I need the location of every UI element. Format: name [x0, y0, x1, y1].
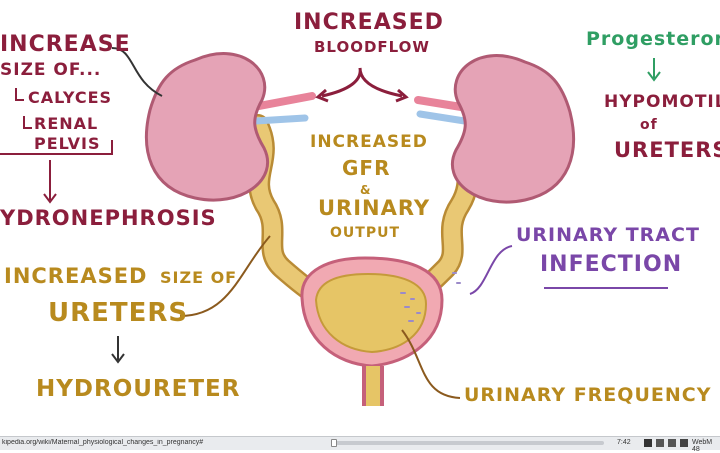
format-label: WebM 48	[692, 439, 713, 453]
arrow-hydronephrosis	[43, 160, 57, 204]
label-renal: Renal	[34, 114, 99, 133]
label-gfr: GFR	[342, 156, 391, 180]
label-ampersand: &	[360, 183, 372, 197]
label-increased-bloodflow-1: Increased	[294, 10, 444, 35]
video-player-controls: kipedia.org/wiki/Maternal_physiological_…	[0, 436, 720, 453]
current-time: 7:42	[617, 439, 631, 446]
connector-uti	[469, 245, 513, 295]
bloodflow-arrows	[321, 67, 403, 98]
video-frame: Increased Bloodflow Increase size of... …	[0, 10, 720, 406]
label-size-of: size of...	[0, 60, 102, 80]
label-increase: Increase	[0, 32, 131, 57]
label-output: Output	[330, 225, 400, 241]
label-size-of-ureters: size of	[160, 268, 238, 287]
label-uti-2: Infection	[540, 252, 683, 277]
urinary-tract-illustration	[0, 47, 668, 406]
bracket-calyces	[15, 88, 32, 129]
label-ureters-right: Ureters	[614, 138, 720, 162]
label-progesterone: Progesteron	[586, 28, 720, 50]
label-hypomotility: Hypomotilit	[604, 92, 720, 112]
fullscreen-icon[interactable]	[644, 439, 652, 447]
label-ureters-left: Ureters	[48, 298, 189, 328]
right-kidney	[450, 54, 576, 204]
connector-urinary-frequency	[401, 329, 461, 399]
arrow-progesterone	[647, 58, 661, 82]
label-calyces: Calyces	[28, 88, 113, 107]
bracket-size-of	[0, 140, 113, 155]
bacteria-marks	[400, 272, 461, 322]
seek-bar[interactable]	[334, 441, 604, 445]
arrow-hydroureter	[111, 336, 125, 364]
label-of: of	[640, 117, 658, 133]
connector-ureters-left	[179, 235, 271, 317]
connector-increase-size	[111, 47, 163, 97]
skip-forward-icon[interactable]	[668, 439, 676, 447]
label-uti-1: Urinary Tract	[516, 224, 700, 246]
label-urinary: Urinary	[318, 196, 431, 220]
close-icon[interactable]	[680, 439, 688, 447]
label-pelvis: Pelvis	[34, 134, 101, 153]
urethra	[362, 366, 384, 406]
label-increased-size-of-ureters: Increased	[4, 264, 148, 288]
label-increased-gfr: Increased	[310, 132, 428, 152]
label-hydronephrosis: ydronephrosis	[0, 206, 217, 230]
skip-back-icon[interactable]	[656, 439, 664, 447]
label-hydroureter: Hydroureter	[36, 376, 241, 402]
seek-handle[interactable]	[331, 439, 337, 447]
label-urinary-frequency: Urinary Frequency	[464, 384, 712, 406]
label-increased-bloodflow-2: Bloodflow	[314, 38, 430, 56]
status-url[interactable]: kipedia.org/wiki/Maternal_physiological_…	[2, 439, 204, 446]
left-kidney	[144, 52, 270, 202]
